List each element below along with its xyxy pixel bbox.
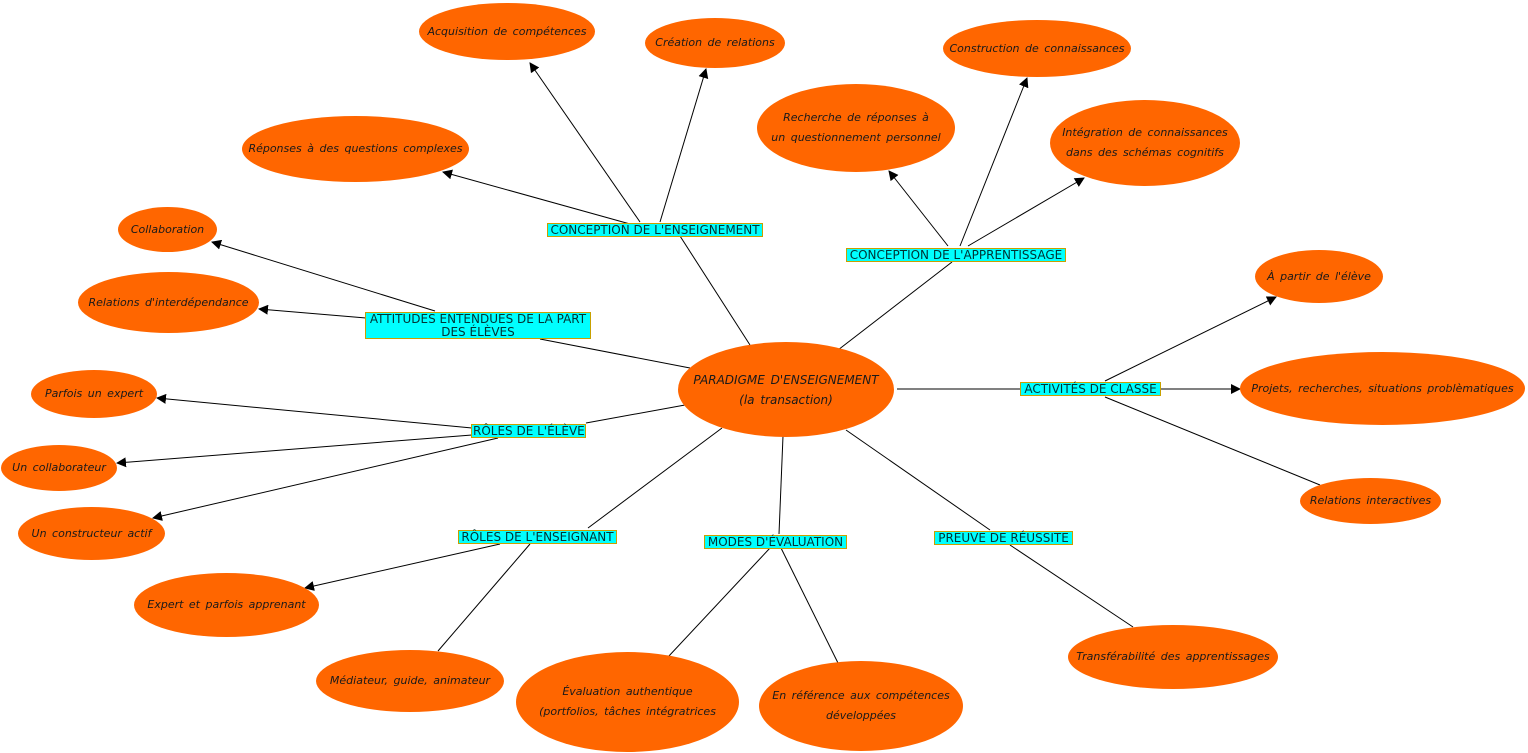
node-collaboration: Collaboration [118,207,217,252]
connector-to-transferabilite [1009,544,1134,628]
connector-center-modes-evaluation [778,435,784,535]
node-construction: Construction de connaissances [943,20,1131,77]
label-roles-eleve: RÔLES DE L'ÉLÈVE [471,424,586,438]
connector-center-conception-apprentissage [837,261,953,351]
arrow-to-interdependance [258,304,367,319]
center-subtitle: (la transaction) [739,392,833,407]
node-collaborateur: Un collaborateur [1,445,117,491]
connector-to-relations-interactives [1104,396,1321,486]
arrow-to-collaboration [211,239,436,312]
label-roles-enseignant: RÔLES DE L'ENSEIGNANT [458,530,617,544]
arrow-to-construction [959,77,1029,247]
center-node-paradigme: PARADIGME D'ENSEIGNEMENT (la transaction… [678,342,894,437]
arrow-to-integration [967,177,1085,247]
arrow-to-expert [156,393,473,429]
node-transferabilite: Transférabilité des apprentissages [1068,625,1278,689]
node-evaluation: Évaluation authentique (portfolios, tâch… [516,652,739,752]
node-integration: Intégration de connaissances dans des sc… [1050,100,1240,186]
arrow-to-expert-apprenant [304,543,501,591]
arrow-to-partir-eleve [1104,296,1277,382]
label-attitudes: ATTITUDES ENTENDUES DE LA PART DES ÉLÈVE… [365,312,591,339]
node-creation: Création de relations [645,18,785,68]
node-expert-apprenant: Expert et parfois apprenant [134,573,319,637]
center-title: PARADIGME D'ENSEIGNEMENT [693,372,879,387]
connector-to-reference [780,547,839,664]
node-reference: En référence aux compétences développées [759,661,963,751]
node-recherche: Recherche de réponses à un questionnemen… [757,84,955,172]
label-preuve-reussite: PREUVE DE RÉUSSITE [934,531,1073,545]
label-activites: ACTIVITÉS DE CLASSE [1020,382,1161,396]
node-partir-eleve: À partir de l'élève [1255,250,1383,303]
arrow-to-constructeur [152,437,499,521]
connector-center-preuve [845,429,991,531]
node-mediateur: Médiateur, guide, animateur [316,650,504,712]
node-acquisition: Acquisition de compétences [419,3,595,60]
connector-to-mediateur [437,543,531,652]
node-expert: Parfois un expert [31,370,157,418]
connector-center-roles-eleve [585,404,686,424]
node-relations-interactives: Relations interactives [1300,478,1441,524]
arrow-to-creation [659,68,709,223]
node-projets: Projets, recherches, situations problèma… [1240,352,1525,425]
connector-to-evaluation [667,547,771,658]
node-constructeur: Un constructeur actif [18,507,165,560]
node-interdependance: Relations d'interdépendance [78,272,259,333]
arrow-to-recherche [888,170,949,247]
label-conception-apprentissage: CONCEPTION DE L'APPRENTISSAGE [846,248,1066,262]
connector-center-conception-enseignement [679,235,751,346]
arrow-to-collaborateur [116,434,473,468]
label-conception-enseignement: CONCEPTION DE L'ENSEIGNEMENT [547,223,763,237]
label-modes-evaluation: MODES D'ÉVALUATION [704,535,847,549]
connector-center-roles-enseignant [587,427,723,529]
node-reponses: Réponses à des questions complexes [242,116,469,182]
arrow-to-reponses [442,169,631,225]
arrow-to-acquisition [529,62,641,223]
connector-center-attitudes [539,338,691,369]
